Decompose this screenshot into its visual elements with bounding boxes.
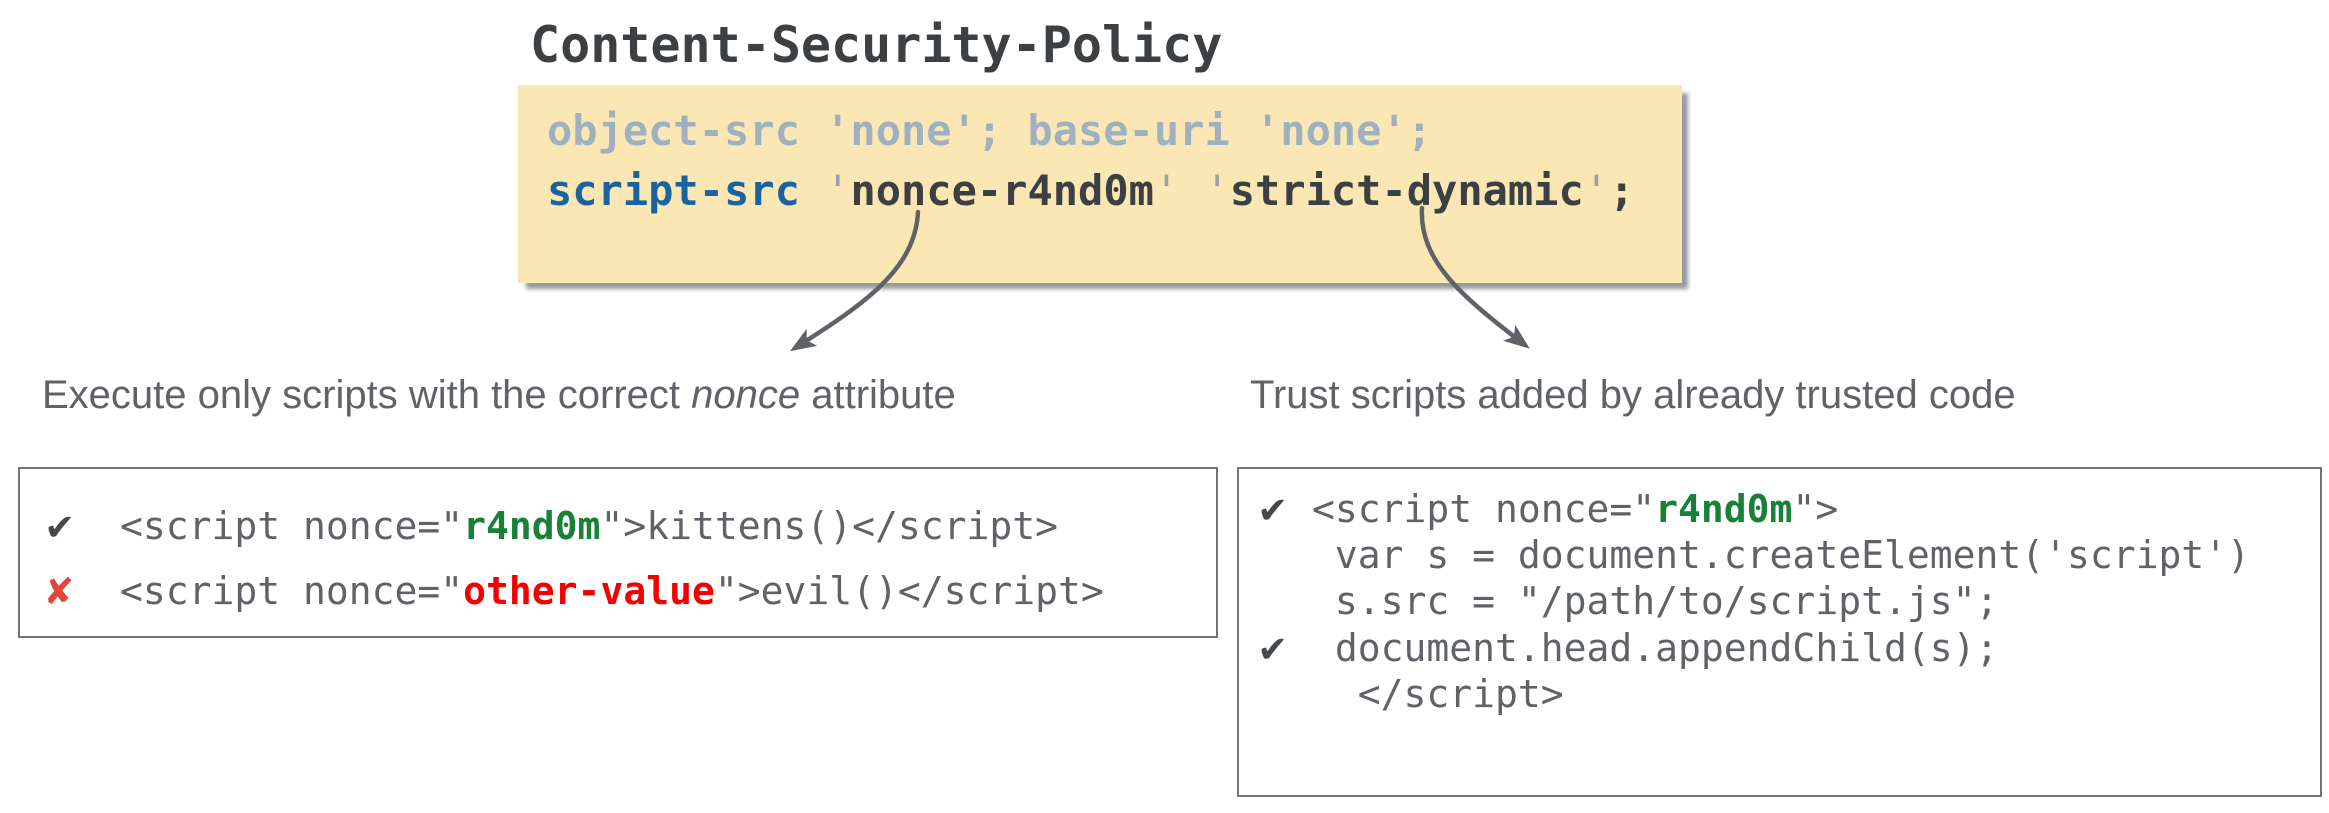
nonce-source-value: nonce-r4nd0m (850, 166, 1154, 215)
caption-strict-dynamic: Trust scripts added by already trusted c… (1250, 371, 2016, 419)
policy-line-object-src: object-src 'none'; base-uri 'none'; (547, 101, 1682, 161)
code-text: document.head.appendChild(s); (1312, 626, 1999, 670)
check-icon: ✔ (47, 500, 73, 549)
nonce-example-box: ✔ <script nonce="r4nd0m">kittens()</scrip… (18, 467, 1218, 638)
nonce-value-good: r4nd0m (1655, 487, 1793, 531)
strict-dynamic-example-box: ✔ <script nonce="r4nd0m"> var s = documen… (1237, 467, 2322, 797)
code-text: </script> (1312, 672, 1564, 716)
code-line-set-src: s.src = "/path/to/script.js"; (1260, 578, 2320, 624)
code-line-create-element: var s = document.createElement('script') (1260, 532, 2320, 578)
quote: ' (1583, 166, 1610, 215)
semicolon: ; (1609, 166, 1635, 215)
csp-policy-box: object-src 'none'; base-uri 'none'; scri… (518, 85, 1682, 283)
quote: ' ' (1153, 166, 1230, 215)
code-line-script-open: ✔ <script nonce="r4nd0m"> (1260, 485, 2320, 532)
caption-nonce-italic: nonce (691, 373, 801, 417)
nonce-value-bad: other-value (463, 569, 715, 613)
code-line-append-child: ✔ document.head.appendChild(s); (1260, 624, 2320, 671)
strict-dynamic-source-value: strict-dynamic (1229, 166, 1584, 215)
object-src-directive: object-src 'none'; base-uri 'none'; (547, 106, 1433, 155)
page-title: Content-Security-Policy (530, 16, 1223, 74)
quote: ' (825, 166, 851, 215)
code-text: s.src = "/path/to/script.js"; (1312, 579, 1999, 623)
check-icon: ✔ (1260, 622, 1286, 671)
code-text: <script nonce="other-value">evil()</scri… (120, 569, 1104, 613)
caption-strict-dynamic-text: Trust scripts added by already trusted c… (1250, 373, 2016, 417)
policy-line-script-src: script-src 'nonce-r4nd0m' 'strict-dynami… (547, 161, 1682, 221)
caption-nonce-text-end: attribute (800, 373, 956, 417)
code-line-blocked: ✘ <script nonce="other-value">evil()</scr… (47, 558, 1216, 623)
code-text: <script nonce="r4nd0m"> (1312, 487, 1839, 531)
caption-nonce: Execute only scripts with the correct no… (42, 371, 956, 419)
code-line-allowed: ✔ <script nonce="r4nd0m">kittens()</scrip… (47, 493, 1216, 558)
check-icon: ✔ (1260, 483, 1286, 532)
code-line-script-close: </script> (1260, 671, 2320, 717)
code-text: var s = document.createElement('script') (1312, 533, 2250, 577)
caption-nonce-text: Execute only scripts with the correct (42, 373, 692, 417)
script-src-directive: script-src (547, 166, 826, 215)
nonce-value-good: r4nd0m (463, 504, 601, 548)
code-text: <script nonce="r4nd0m">kittens()</script… (120, 504, 1059, 548)
cross-icon: ✘ (47, 565, 73, 614)
